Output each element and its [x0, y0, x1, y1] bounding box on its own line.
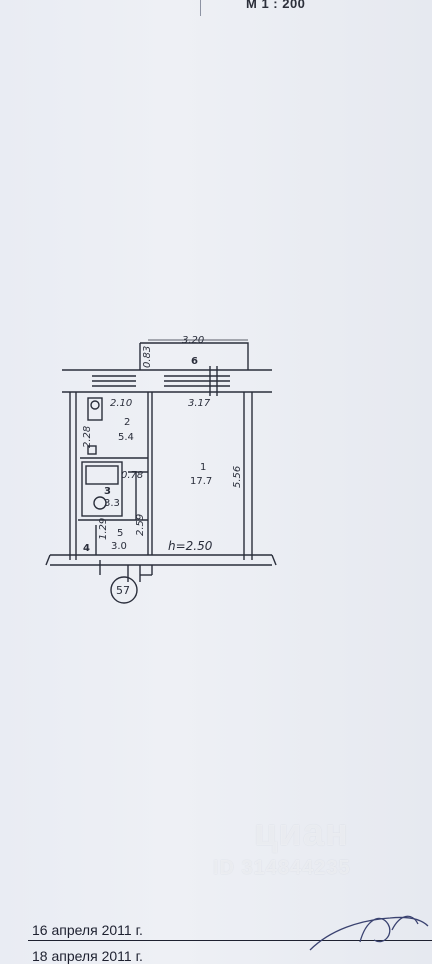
- dim-kitchen-width: 2.10: [110, 398, 132, 409]
- room-5-area: 3.0: [111, 541, 127, 552]
- partition-kitchen-room: [147, 392, 153, 555]
- room-6-number: 6: [191, 356, 198, 367]
- outer-wall-right: [243, 392, 253, 560]
- room-4-number: 4: [83, 543, 90, 554]
- ceiling-height: h=2.50: [168, 539, 213, 553]
- apartment-number-circle: [110, 576, 138, 604]
- dim-hall-width: 1.29: [98, 518, 109, 540]
- outer-wall-bottom: [50, 554, 272, 566]
- outer-wall-top: [62, 369, 272, 393]
- signature: [309, 915, 429, 951]
- dim-room-length: 5.56: [232, 466, 243, 488]
- room-3-area: 3.3: [104, 498, 120, 509]
- dim-kitchen-depth: 2.28: [82, 426, 93, 448]
- apartment-number: 57: [116, 584, 130, 597]
- outer-wall-left: [69, 392, 77, 560]
- date-second: 18 апреля 2011 г.: [32, 948, 143, 964]
- dim-top-width: 3.20: [182, 335, 204, 346]
- room-5-number: 5: [117, 528, 123, 539]
- bathroom-box: [81, 461, 123, 517]
- balcony-outline: [140, 342, 249, 370]
- dim-room-width: 3.17: [188, 398, 211, 409]
- watermark-brand: циан: [254, 812, 349, 854]
- page-fold-line: [200, 0, 201, 16]
- room-1-number: 1: [200, 462, 206, 473]
- date-underline: [28, 940, 432, 941]
- dim-bath-width: 0.78: [121, 470, 143, 481]
- room-2-area: 5.4: [118, 432, 134, 443]
- date-issued: 16 апреля 2011 г.: [32, 922, 143, 938]
- scale-label: М 1 : 200: [246, 0, 306, 11]
- room-2-number: 2: [124, 417, 130, 428]
- dim-balcony-depth: 0.83: [142, 346, 153, 368]
- room-3-number: 3: [104, 486, 111, 497]
- dim-corridor-length: 2.59: [135, 514, 146, 536]
- watermark-id: ID 314844235: [213, 857, 351, 879]
- room-1-area: 17.7: [190, 476, 212, 487]
